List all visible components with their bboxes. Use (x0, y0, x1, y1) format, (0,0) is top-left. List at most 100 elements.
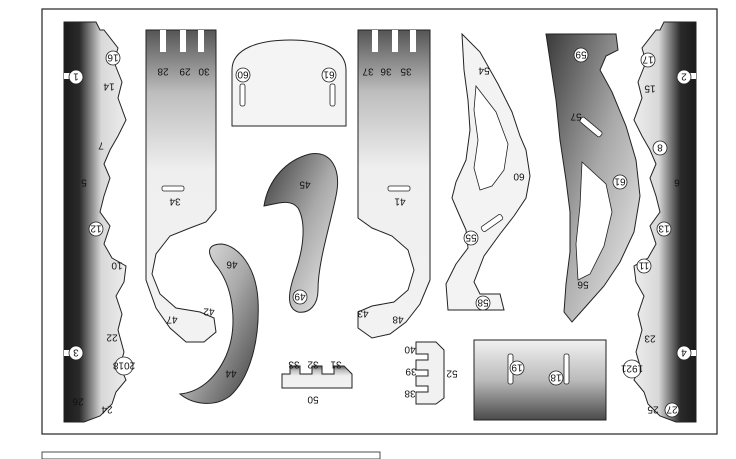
right-arm-tab-2 (392, 30, 398, 52)
top-cap-part (231, 39, 347, 127)
part-number-label: 8 (657, 142, 663, 153)
part-number-label: 26 (72, 396, 84, 407)
part-number-label: 59 (575, 49, 587, 60)
part-number-label: 45 (299, 179, 311, 190)
part-number-circle (548, 370, 564, 386)
part-number-circle (573, 47, 589, 63)
part-number-label: 50 (307, 394, 319, 405)
part-number-label: 17 (642, 54, 654, 65)
part-number-circle (640, 52, 656, 68)
left-frame-slot (480, 214, 504, 232)
crescent-part-45 (263, 152, 338, 313)
left-frame-opening (473, 84, 509, 191)
part-number-circle (636, 258, 652, 274)
part-number-label: 55 (465, 232, 477, 243)
part-number-label: 35 (400, 66, 412, 77)
part-number-label: 39 (405, 366, 417, 377)
part-number-label: 60 (513, 171, 525, 182)
left-arm-slot (161, 185, 185, 192)
part-number-label: 47 (166, 314, 178, 325)
part-number-circle (664, 402, 680, 418)
part-number-circle (292, 289, 308, 305)
part-number-circle (622, 359, 642, 379)
caption-box (41, 451, 381, 459)
part-number-label: 19 (511, 362, 523, 373)
part-number-label: 24 (101, 404, 113, 415)
part-number-label: 16 (107, 52, 119, 63)
part-number-label: 11 (638, 260, 649, 271)
part-number-label: 31 (330, 359, 342, 370)
left-arm-tab-2 (180, 30, 186, 52)
right-arm-slot (387, 185, 411, 192)
part-number-label: 44 (225, 368, 237, 379)
part-number-circle (475, 295, 491, 311)
part-number-label: 54 (478, 65, 490, 76)
part-number-circle (68, 69, 84, 85)
part-number-label: 1 (73, 71, 79, 82)
right-frame-opening (575, 161, 613, 281)
part-number-circle (114, 356, 134, 376)
part-number-label: 56 (577, 279, 589, 290)
top-cap-slot-right (329, 83, 336, 107)
part-number-circle (509, 360, 525, 376)
part-number-label: 38 (404, 388, 416, 399)
part-number-label: 37 (362, 66, 374, 77)
part-number-circle (676, 69, 692, 85)
part-number-label: 2018 (112, 360, 135, 371)
part-number-label: 30 (198, 66, 210, 77)
part-number-label: 34 (169, 196, 181, 207)
part-number-circle (68, 345, 84, 361)
part-number-label: 49 (294, 291, 306, 302)
part-number-label: 58 (477, 297, 489, 308)
top-cap-slot-left (239, 83, 246, 107)
part-number-label: 25 (647, 404, 659, 415)
part-number-label: 33 (288, 359, 300, 370)
part-number-label: 57 (570, 111, 582, 122)
part-number-label: 2 (681, 71, 687, 82)
part-number-circle (235, 67, 251, 83)
part-number-circle (88, 221, 104, 237)
part-number-label: 28 (157, 66, 169, 77)
part-number-circle (676, 345, 692, 361)
part-number-label: 29 (179, 66, 191, 77)
part-number-label: 61 (323, 69, 335, 80)
part-number-label: 13 (658, 223, 670, 234)
part-number-label: 27 (666, 404, 678, 415)
left-arm-tab-3 (198, 30, 204, 52)
panel-slot-right (563, 353, 570, 385)
part-number-label: 43 (357, 308, 369, 319)
comb-part-52 (415, 341, 445, 405)
crescent-part-44 (178, 243, 259, 404)
part-number-label: 22 (106, 332, 118, 343)
part-number-circle (612, 174, 628, 190)
part-number-circle (321, 67, 337, 83)
right-arm-tab-3 (410, 30, 416, 52)
part-number-label: 15 (644, 83, 656, 94)
part-number-label: 12 (90, 223, 102, 234)
part-number-label: 61 (614, 176, 626, 187)
part-number-label: 4 (681, 347, 687, 358)
part-number-circle (105, 50, 121, 66)
part-number-label: 23 (644, 333, 656, 344)
part-number-label: 36 (380, 66, 392, 77)
part-number-circle (656, 221, 672, 237)
part-number-label: 7 (98, 140, 104, 151)
part-number-label: 10 (111, 260, 123, 271)
part-number-label: 32 (307, 359, 319, 370)
part-number-label: 18 (550, 372, 562, 383)
part-number-label: 40 (404, 344, 416, 355)
part-number-label: 14 (103, 81, 115, 92)
part-number-circle (652, 140, 668, 156)
right-arm-part (357, 29, 431, 339)
part-number-label: 52 (446, 368, 458, 379)
part-number-label: 6 (674, 177, 680, 188)
part-number-label: 41 (394, 196, 406, 207)
part-number-label: 5 (81, 177, 87, 188)
part-number-label: 42 (203, 306, 215, 317)
right-arm-tab-1 (372, 30, 378, 52)
small-part-50 (281, 365, 353, 389)
right-frame-slot (579, 116, 603, 138)
panel-part-18 (473, 339, 607, 421)
part-number-label: 60 (237, 69, 249, 80)
